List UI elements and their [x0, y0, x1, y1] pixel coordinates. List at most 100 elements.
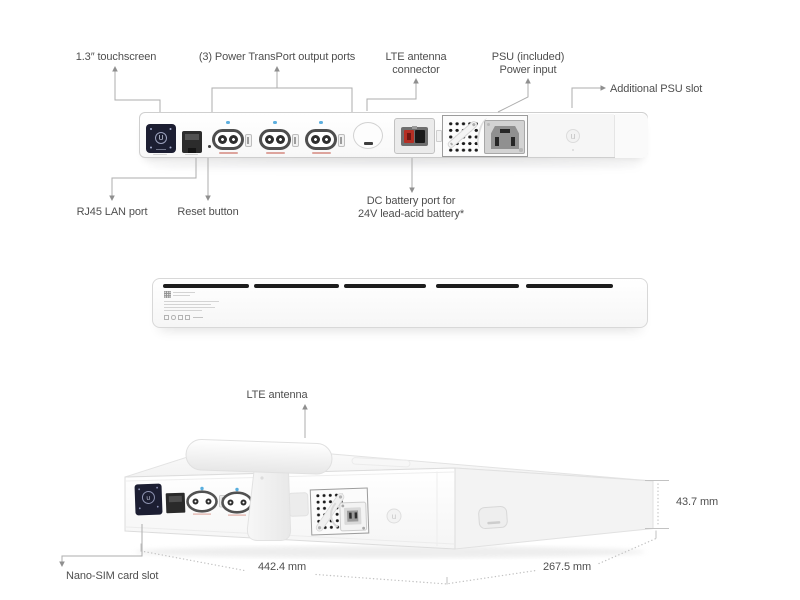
touchscreen-corner-icons: [150, 128, 153, 131]
touchscreen-3d: U: [134, 483, 163, 516]
callout-line-output-ports: [211, 71, 353, 112]
screw-icon: [362, 526, 366, 530]
label-line: connector: [392, 63, 440, 76]
rj45-lan-port: [182, 131, 202, 153]
screw-icon: [449, 142, 454, 146]
label-text-line: [164, 310, 202, 311]
callout-label-rj45: RJ45 LAN port: [76, 206, 148, 218]
label-text-line: [164, 307, 215, 308]
touchscreen-microtext: [156, 148, 166, 150]
port-hole: [265, 134, 274, 144]
vent-slot: [344, 283, 426, 288]
arrow-up-icon: [112, 66, 118, 72]
ubiquiti-logo-icon: u: [566, 129, 580, 143]
lte-antenna-bar: [185, 438, 333, 475]
regulatory-text: [193, 317, 203, 319]
side-recess: [478, 505, 508, 530]
callout-label-lte-connector: LTE antenna connector: [366, 51, 466, 76]
label-text-line: [173, 295, 190, 296]
arrow-down-icon: [409, 187, 415, 193]
power-input-c14: [484, 120, 525, 154]
arrow-right-icon: [600, 85, 606, 91]
panel-divider: [614, 114, 615, 157]
label-text-line: [173, 292, 195, 293]
port-microlabel: [311, 152, 331, 154]
port-led-icon: [319, 121, 323, 124]
callout-label-psu: PSU (included) Power input: [478, 51, 578, 76]
label-qr-code: [164, 291, 171, 298]
screw-icon: [317, 526, 322, 530]
battery-connector-housing: [401, 126, 428, 146]
psu-module-3d: [309, 487, 370, 536]
label-text-line: [164, 304, 211, 305]
port-led-icon: [226, 121, 230, 124]
arrow-up-icon: [525, 78, 531, 84]
rear-vent-recess: [288, 492, 309, 517]
psu-handle: [316, 493, 344, 531]
rear-panel: U: [139, 112, 648, 158]
screw-icon: [260, 476, 264, 480]
dimension-label-depth: 267.5 mm: [542, 561, 592, 573]
label-text-line: [164, 301, 219, 302]
arrow-up-icon: [302, 404, 308, 410]
panel-lip: [125, 471, 455, 482]
touchscreen: U: [146, 124, 176, 153]
port-switch: [244, 134, 252, 147]
retention-clip: [330, 502, 339, 528]
battery-connector-black: [415, 130, 425, 143]
dimension-line-width: [315, 573, 448, 585]
arrow-down-icon: [109, 195, 115, 201]
regulatory-mark-icon: [178, 315, 183, 320]
ubiquiti-logo-icon: u: [392, 512, 396, 521]
lte-connector-slot: [363, 142, 373, 145]
dimension-label-width: 442.4 mm: [257, 561, 307, 573]
port-led-icon: [200, 486, 204, 491]
power-output-port-3: [305, 128, 337, 150]
arrow-up-icon: [274, 66, 280, 72]
front-bar: [152, 278, 648, 328]
callout-label-output-ports: (3) Power TransPort output ports: [198, 51, 356, 63]
rj45-pins: [185, 134, 199, 140]
callout-label-nano-sim: Nano-SIM card slot: [66, 569, 159, 582]
port-hole: [322, 134, 331, 144]
screw-icon: [341, 504, 345, 508]
perspective-device: U: [124, 438, 654, 558]
switch-lever: [247, 137, 250, 144]
label-line: Power input: [499, 63, 557, 76]
switch-lever: [294, 137, 297, 144]
screw-icon: [519, 148, 523, 152]
switch-lever: [340, 137, 343, 144]
callout-label-lte-antenna: LTE antenna: [246, 389, 308, 401]
label-line: DC battery port for: [366, 195, 456, 207]
callout-label-touchscreen: 1.3″ touchscreen: [75, 51, 157, 63]
regulatory-mark-icon: [185, 315, 190, 320]
psu-module: [442, 115, 528, 157]
screw-icon: [471, 123, 476, 127]
vent-slot: [163, 283, 249, 288]
power-output-port-1: [212, 128, 244, 150]
arrow-down-icon: [59, 561, 65, 567]
lte-antenna-stem: [246, 457, 292, 541]
device-shadow: [135, 546, 645, 558]
panel-microlabel: [153, 154, 167, 156]
callout-line-additional-psu: [571, 87, 601, 108]
vent-slot: [526, 283, 613, 288]
port-switch: [337, 134, 345, 147]
port-hole: [311, 134, 320, 144]
callout-label-dc-battery: DC battery port for 24V lead-acid batter…: [326, 195, 496, 220]
c14-pin: [495, 137, 499, 146]
callout-line-psu: [497, 83, 529, 113]
callout-line-touchscreen: [114, 71, 161, 112]
vent-slot: [436, 283, 519, 288]
label-line: PSU (included): [491, 51, 565, 63]
dimension-label-height: 43.7 mm: [676, 496, 719, 508]
regulatory-mark-icon: [164, 315, 169, 320]
c14-socket: [491, 126, 519, 149]
screw-icon: [338, 495, 343, 499]
label-line: 24V lead-acid battery*: [357, 207, 465, 220]
dc-battery-port: [394, 118, 435, 154]
arrow-down-icon: [205, 195, 211, 201]
lte-antenna-connector: [353, 122, 383, 149]
port-microlabel: [218, 152, 238, 154]
